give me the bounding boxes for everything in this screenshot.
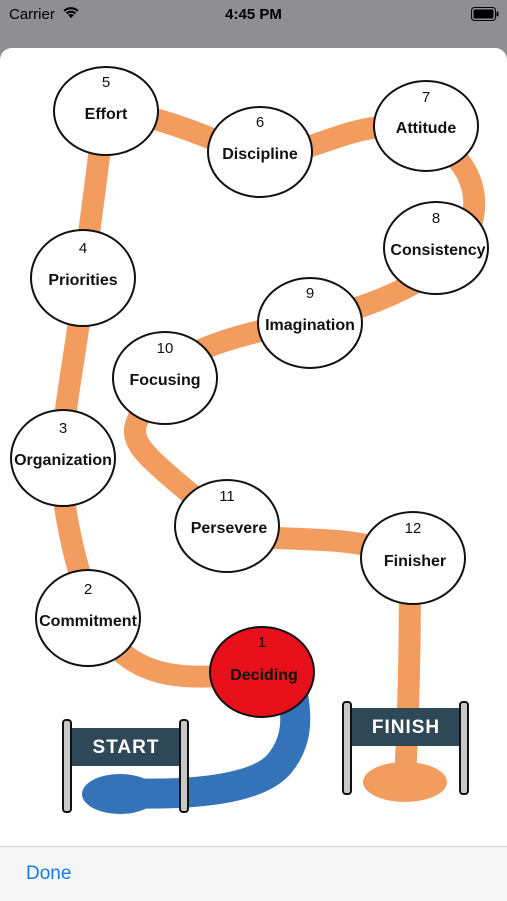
node-label: Commitment: [39, 613, 137, 630]
board-node-6[interactable]: 6 Discipline: [207, 106, 313, 198]
node-label: Effort: [85, 106, 128, 123]
node-label: Consistency: [390, 242, 485, 259]
node-label: Imagination: [265, 317, 355, 334]
start-sign: START: [62, 719, 189, 813]
node-number: 5: [102, 74, 110, 91]
status-bar: Carrier 4:45 PM: [0, 0, 507, 30]
wifi-icon: [62, 5, 80, 23]
status-time: 4:45 PM: [225, 6, 282, 23]
node-label: Finisher: [384, 553, 446, 570]
node-number: 6: [256, 114, 264, 131]
board-node-1[interactable]: 1 Deciding: [209, 626, 315, 718]
board-node-2[interactable]: 2 Commitment: [35, 569, 141, 667]
board-node-3[interactable]: 3 Organization: [10, 409, 116, 507]
battery-icon: [471, 7, 499, 25]
modal-backdrop: [0, 30, 507, 50]
start-sign-label: START: [93, 737, 160, 758]
carrier-label: Carrier: [9, 6, 55, 23]
board-node-12[interactable]: 12 Finisher: [360, 511, 466, 605]
node-number: 11: [219, 488, 235, 505]
finish-sign: FINISH: [342, 701, 469, 795]
finish-sign-label: FINISH: [372, 717, 440, 738]
start-path: [103, 673, 311, 809]
node-number: 10: [157, 340, 174, 357]
node-number: 8: [432, 210, 440, 227]
node-number: 9: [306, 285, 314, 302]
board-node-9[interactable]: 9 Imagination: [257, 277, 363, 369]
node-label: Organization: [14, 452, 112, 469]
node-label: Focusing: [129, 372, 200, 389]
node-number: 4: [79, 240, 87, 257]
node-number: 3: [59, 420, 67, 437]
node-label: Discipline: [222, 146, 298, 163]
done-button[interactable]: Done: [26, 863, 72, 884]
board-node-4[interactable]: 4 Priorities: [30, 229, 136, 327]
board-node-5[interactable]: 5 Effort: [53, 66, 159, 156]
board-node-8[interactable]: 8 Consistency: [383, 201, 489, 295]
board-node-7[interactable]: 7 Attitude: [373, 80, 479, 172]
node-number: 1: [258, 634, 266, 651]
node-label: Persevere: [191, 520, 268, 537]
node-number: 2: [84, 581, 92, 598]
node-label: Attitude: [396, 120, 457, 137]
game-board: START FINISH 1 Deciding 2 Commitment 3 O…: [10, 66, 489, 814]
board-node-11[interactable]: 11 Persevere: [174, 479, 280, 573]
node-number: 12: [405, 520, 422, 537]
node-label: Deciding: [230, 667, 298, 684]
node-label: Priorities: [48, 272, 117, 289]
bottom-toolbar: Done: [0, 846, 507, 901]
start-pad: [82, 774, 158, 814]
game-board-sheet: START FINISH 1 Deciding 2 Commitment 3 O…: [0, 48, 507, 900]
board-node-10[interactable]: 10 Focusing: [112, 331, 218, 425]
node-number: 7: [422, 89, 430, 106]
